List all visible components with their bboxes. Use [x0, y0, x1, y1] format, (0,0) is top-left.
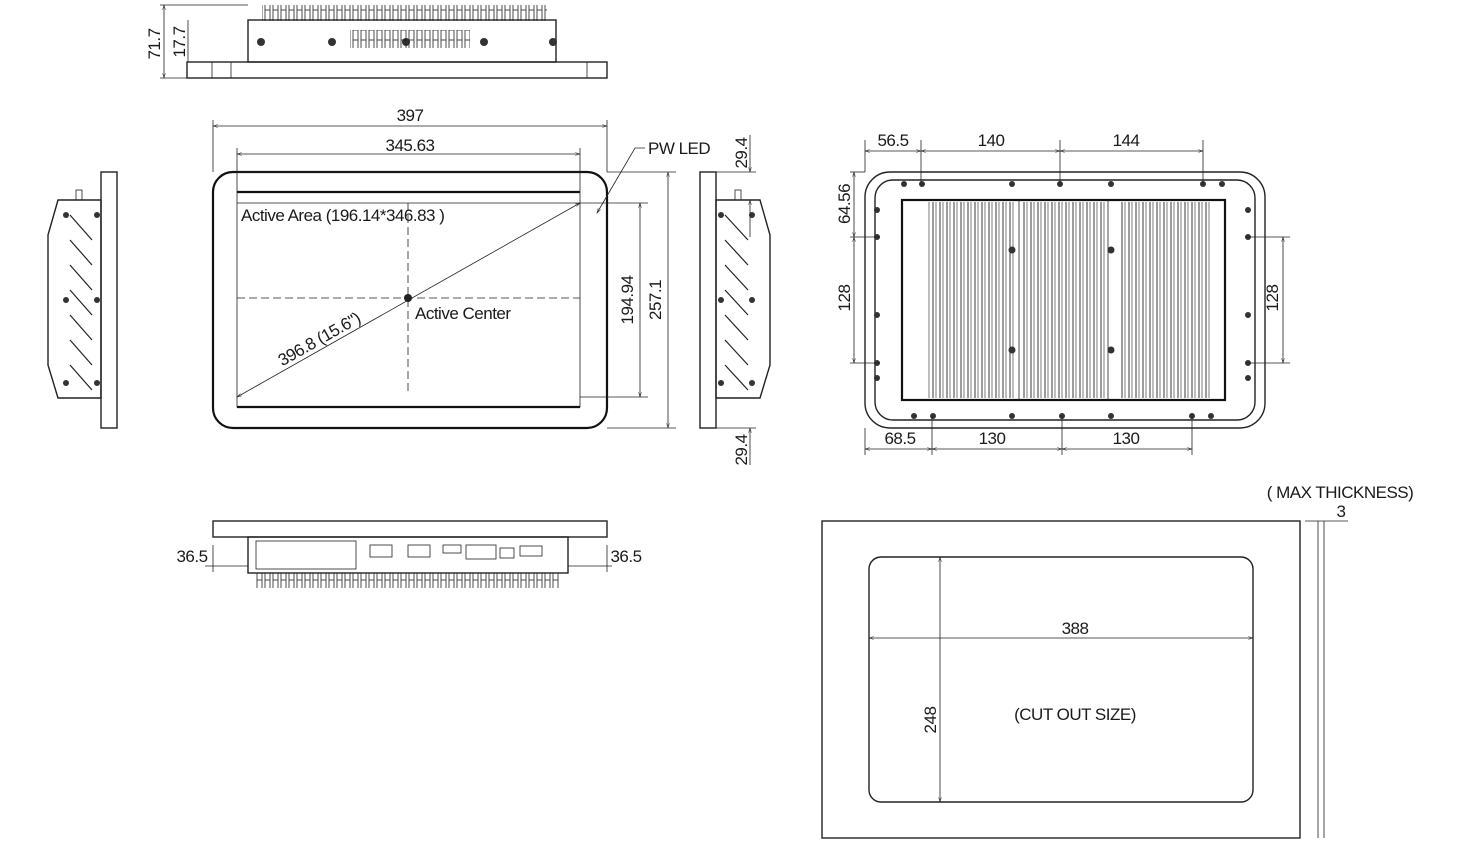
max-thickness-value: 3	[1337, 502, 1346, 521]
dim-rear-left-top: 64.56	[835, 184, 854, 224]
top-view: 71.7 17.7	[145, 5, 608, 78]
dim-rear-left-span: 128	[835, 285, 854, 312]
dim-rear-top-1: 56.5	[877, 131, 908, 150]
dim-active-height: 194.94	[618, 275, 637, 324]
dim-total-height: 71.7	[145, 28, 164, 59]
dim-bottom-right-offset: 36.5	[610, 547, 641, 566]
right-side-view: 29.4 29.4	[699, 135, 771, 466]
diagonal-label: 396.8 (15.6")	[275, 308, 364, 369]
dim-rear-bottom-3: 130	[1113, 429, 1140, 448]
cutout-size-label: (CUT OUT SIZE)	[1014, 705, 1136, 724]
dim-cutout-height: 248	[921, 707, 940, 734]
dim-bottom-left-offset: 36.5	[176, 547, 207, 566]
dim-side-bottom-offset: 29.4	[732, 434, 751, 465]
dim-active-width: 345.63	[386, 136, 435, 155]
pw-led-label: PW LED	[648, 139, 710, 158]
dim-rear-top-3: 144	[1113, 131, 1140, 150]
max-thickness-label: ( MAX THICKNESS)	[1267, 483, 1414, 502]
dim-overall-height: 257.1	[646, 280, 665, 320]
active-center-label: Active Center	[415, 304, 511, 323]
dim-overall-width: 397	[397, 106, 424, 125]
active-area-label: Active Area (196.14*346.83 )	[241, 206, 444, 225]
front-view: 397 345.63 Active Area (196.14*346.83 ) …	[211, 106, 711, 430]
bottom-view: 36.5 36.5	[176, 520, 642, 588]
dim-cutout-width: 388	[1062, 619, 1089, 638]
dim-rear-bottom-2: 130	[979, 429, 1006, 448]
dim-rear-right-span: 128	[1263, 285, 1282, 312]
left-side-view	[47, 171, 118, 429]
dim-side-top-offset: 29.4	[732, 137, 751, 168]
active-center-marker	[404, 294, 412, 302]
rear-view: 56.5 140 144 64.56 128 128 68.5 130 130	[835, 131, 1290, 455]
dim-flange-height: 17.7	[170, 26, 189, 57]
dim-rear-top-2: 140	[978, 131, 1005, 150]
dim-rear-bottom-1: 68.5	[884, 429, 915, 448]
cutout-view: 388 248 (CUT OUT SIZE) ( MAX THICKNESS) …	[821, 483, 1414, 839]
